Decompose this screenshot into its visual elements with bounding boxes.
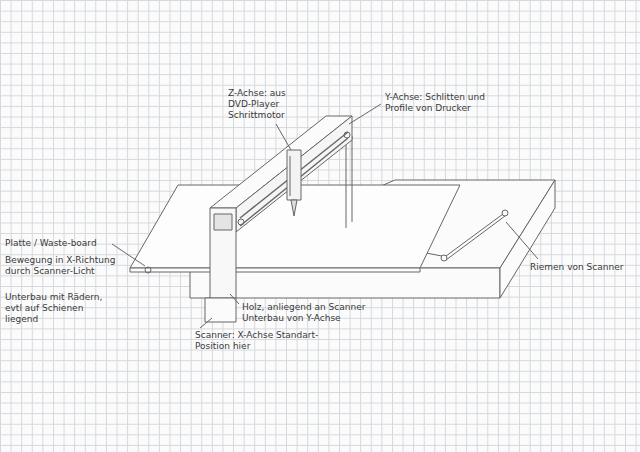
part-note: Riemen von Scanner xyxy=(530,262,630,273)
axis-note: Scanner: X-Achse Standart-Position hier xyxy=(195,330,345,352)
motion-note: Bewegung in X-Richtung durch Scanner-Lic… xyxy=(5,255,117,277)
axis-note: Z-Achse: aus DVD-Player Schrittmotor xyxy=(228,88,310,121)
axis-note: Y-Achse: Schlitten und Profile von Druck… xyxy=(385,92,497,114)
part-note: Platte / Waste-board xyxy=(5,238,117,249)
part-note: Holz, anliegend an Scanner Unterbau von … xyxy=(242,302,402,324)
base-note: Unterbau mit Rädern, evtl auf Schienen l… xyxy=(5,292,117,325)
